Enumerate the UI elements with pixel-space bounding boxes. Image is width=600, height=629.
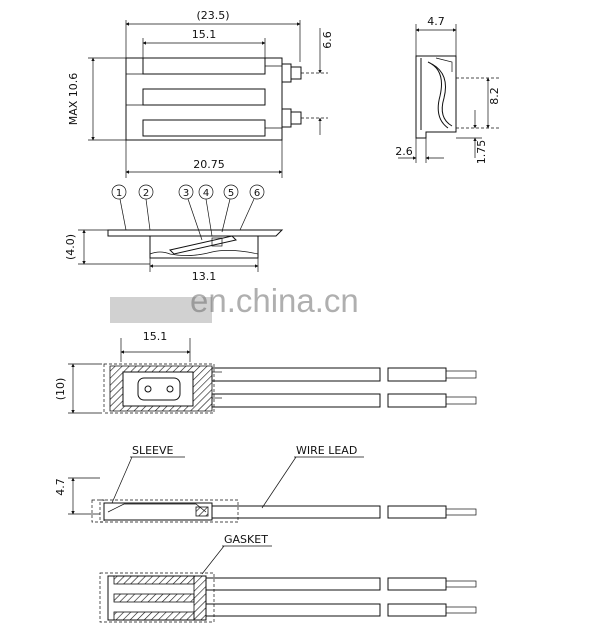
svg-text:3: 3 bbox=[183, 188, 189, 199]
stripped-conductor bbox=[445, 370, 477, 379]
dim-body-length: 20.75 bbox=[193, 158, 225, 171]
terminal-tab bbox=[290, 111, 302, 125]
callout-2: 2 bbox=[138, 184, 154, 231]
wire-lead bbox=[211, 367, 381, 382]
gasket-label: GASKET bbox=[224, 533, 268, 546]
wire-lead-end bbox=[387, 577, 447, 591]
bimetal-disc bbox=[169, 235, 237, 255]
contact-spring bbox=[427, 61, 449, 129]
terminal-strip bbox=[142, 88, 266, 106]
dim-tab: 1.75 bbox=[475, 140, 488, 165]
callout-4: 4 bbox=[198, 184, 214, 237]
section-top-plate bbox=[107, 229, 284, 237]
svg-text:1: 1 bbox=[116, 188, 122, 199]
gasket-strip bbox=[113, 611, 195, 621]
callout-3: 3 bbox=[178, 184, 203, 241]
svg-text:5: 5 bbox=[228, 188, 234, 199]
stripped-conductor bbox=[445, 580, 477, 588]
dim-wired-width: (10) bbox=[54, 378, 67, 401]
wire-lead bbox=[211, 505, 381, 519]
gasket-strip bbox=[113, 575, 195, 585]
dim-base: 2.6 bbox=[395, 145, 413, 158]
terminal-connector bbox=[281, 108, 292, 128]
side-view: 4.7 8.2 1.75 2.6 bbox=[395, 15, 501, 164]
wire-lead bbox=[211, 393, 381, 408]
section-view: 1 2 3 4 5 6 bbox=[64, 184, 284, 283]
wired-top-view: 15.1 (10) bbox=[54, 330, 477, 414]
wire-lead-end bbox=[387, 393, 447, 408]
dim-wired-height: 4.7 bbox=[54, 478, 67, 496]
svg-text:6: 6 bbox=[254, 188, 260, 199]
svg-text:2: 2 bbox=[143, 188, 149, 199]
wire-lead bbox=[205, 577, 381, 591]
wired-side-view: SLEEVE WIRE LEAD 4.7 bbox=[54, 444, 477, 523]
sleeve-frame bbox=[109, 365, 213, 412]
protector-window bbox=[122, 371, 194, 407]
dim-side-height: 8.2 bbox=[488, 87, 501, 105]
dim-max-width: MAX 10.6 bbox=[67, 73, 80, 126]
stripped-conductor bbox=[445, 396, 477, 405]
terminal-strip bbox=[142, 57, 266, 75]
terminal-connector bbox=[281, 63, 292, 83]
stripped-conductor bbox=[445, 508, 477, 516]
callout-1: 1 bbox=[111, 184, 127, 231]
thermal-protector-body bbox=[125, 57, 283, 141]
stripped-conductor bbox=[445, 606, 477, 614]
wire-lead-label: WIRE LEAD bbox=[296, 444, 357, 457]
sleeve-label: SLEEVE bbox=[132, 444, 174, 457]
svg-text:4: 4 bbox=[203, 188, 209, 199]
dim-section-length: 13.1 bbox=[192, 270, 217, 283]
wire-lead bbox=[205, 603, 381, 617]
wire-lead-end bbox=[387, 603, 447, 617]
wire-lead-end bbox=[387, 367, 447, 382]
terminal-strip bbox=[142, 119, 266, 137]
dim-terminal-pitch: 6.6 bbox=[321, 31, 334, 49]
dim-strip-length: 15.1 bbox=[192, 28, 217, 41]
callout-6: 6 bbox=[239, 184, 265, 231]
watermark-banner bbox=[110, 297, 212, 323]
sleeved-body bbox=[103, 502, 213, 521]
dim-overall-length: (23.5) bbox=[196, 9, 229, 22]
top-view: (23.5) 15.1 6.6 MAX 10.6 bbox=[67, 9, 334, 178]
dim-wired-length: 15.1 bbox=[143, 330, 168, 343]
section-housing bbox=[149, 236, 259, 259]
wire-lead-end bbox=[387, 505, 447, 519]
callout-5: 5 bbox=[221, 184, 239, 233]
protector-cap bbox=[137, 377, 181, 401]
gasket-strip bbox=[113, 593, 195, 603]
gasket-view: GASKET bbox=[99, 533, 477, 623]
dim-side-width: 4.7 bbox=[427, 15, 445, 28]
watermark-text: en.china.cn bbox=[190, 282, 359, 319]
terminal-tab bbox=[290, 66, 302, 80]
gasket-end bbox=[193, 575, 207, 621]
dim-section-height: (4.0) bbox=[64, 234, 77, 260]
